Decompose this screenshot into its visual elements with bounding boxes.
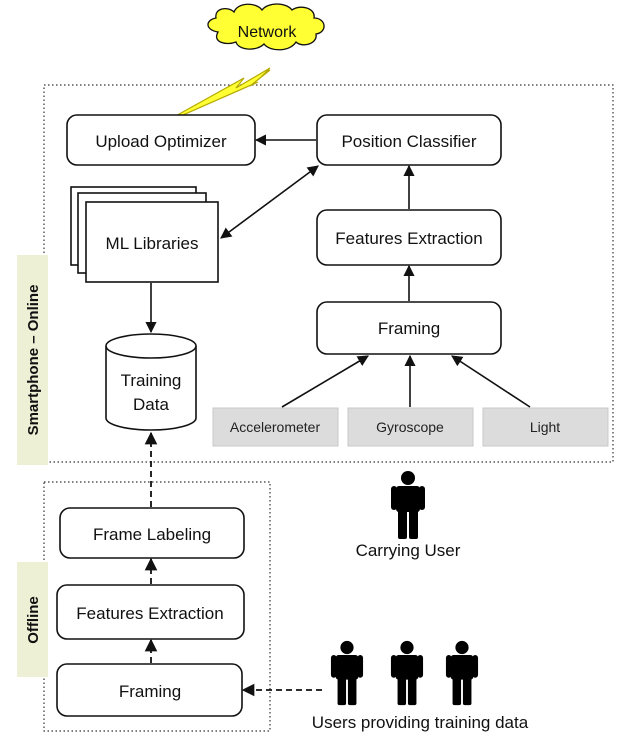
- svg-text:Upload Optimizer: Upload Optimizer: [95, 132, 227, 151]
- frame-labeling-box: Frame Labeling: [59, 507, 245, 559]
- lightning-bolt: [169, 67, 271, 119]
- arrow-accelerometer-to-framing: [281, 355, 369, 408]
- sensor-gyroscope: Gyroscope: [347, 407, 474, 447]
- offline-tag: Offline: [17, 562, 48, 677]
- training-user-icon: [390, 640, 424, 706]
- online-frame: [43, 84, 614, 463]
- training-users-label: Users providing training data: [312, 713, 529, 732]
- sensor-accelerometer: Accelerometer: [212, 407, 339, 447]
- svg-text:ML Libraries: ML Libraries: [106, 234, 199, 253]
- svg-text:Training: Training: [121, 371, 182, 390]
- svg-text:Framing: Framing: [378, 319, 440, 338]
- online-features-extraction-box: Features Extraction: [316, 209, 502, 266]
- arrow-light-to-framing: [451, 355, 531, 408]
- ml-libraries-box: ML Libraries: [70, 186, 219, 283]
- smartphone-online-tag: Smartphone – Online: [17, 255, 48, 465]
- offline-features-extraction-box: Features Extraction: [56, 584, 245, 640]
- network-label: Network: [238, 24, 298, 41]
- svg-text:Smartphone – Online: Smartphone – Online: [25, 285, 42, 436]
- svg-text:Framing: Framing: [119, 682, 181, 701]
- svg-text:Accelerometer: Accelerometer: [230, 419, 321, 435]
- training-user-icon: [445, 640, 479, 706]
- carrying-user-label: Carrying User: [356, 541, 461, 560]
- svg-text:Features Extraction: Features Extraction: [76, 604, 223, 623]
- svg-text:Offline: Offline: [25, 596, 42, 644]
- online-framing-box: Framing: [316, 301, 502, 355]
- offline-framing-box: Framing: [56, 663, 243, 717]
- upload-optimizer-box: Upload Optimizer: [66, 114, 256, 166]
- svg-text:Frame Labeling: Frame Labeling: [93, 525, 211, 544]
- position-classifier-box: Position Classifier: [316, 114, 502, 166]
- svg-text:Position Classifier: Position Classifier: [341, 132, 476, 151]
- carrying-user-icon: [391, 471, 425, 539]
- svg-text:Light: Light: [530, 419, 560, 435]
- svg-text:Data: Data: [133, 395, 169, 414]
- svg-text:Features Extraction: Features Extraction: [335, 229, 482, 248]
- arrow-ml-classifier: [220, 165, 319, 239]
- training-user-icon: [330, 640, 364, 706]
- sensor-light: Light: [482, 407, 609, 447]
- network-cloud: Network: [207, 3, 325, 51]
- training-data-cylinder: Training Data: [105, 333, 197, 431]
- svg-text:Gyroscope: Gyroscope: [376, 419, 444, 435]
